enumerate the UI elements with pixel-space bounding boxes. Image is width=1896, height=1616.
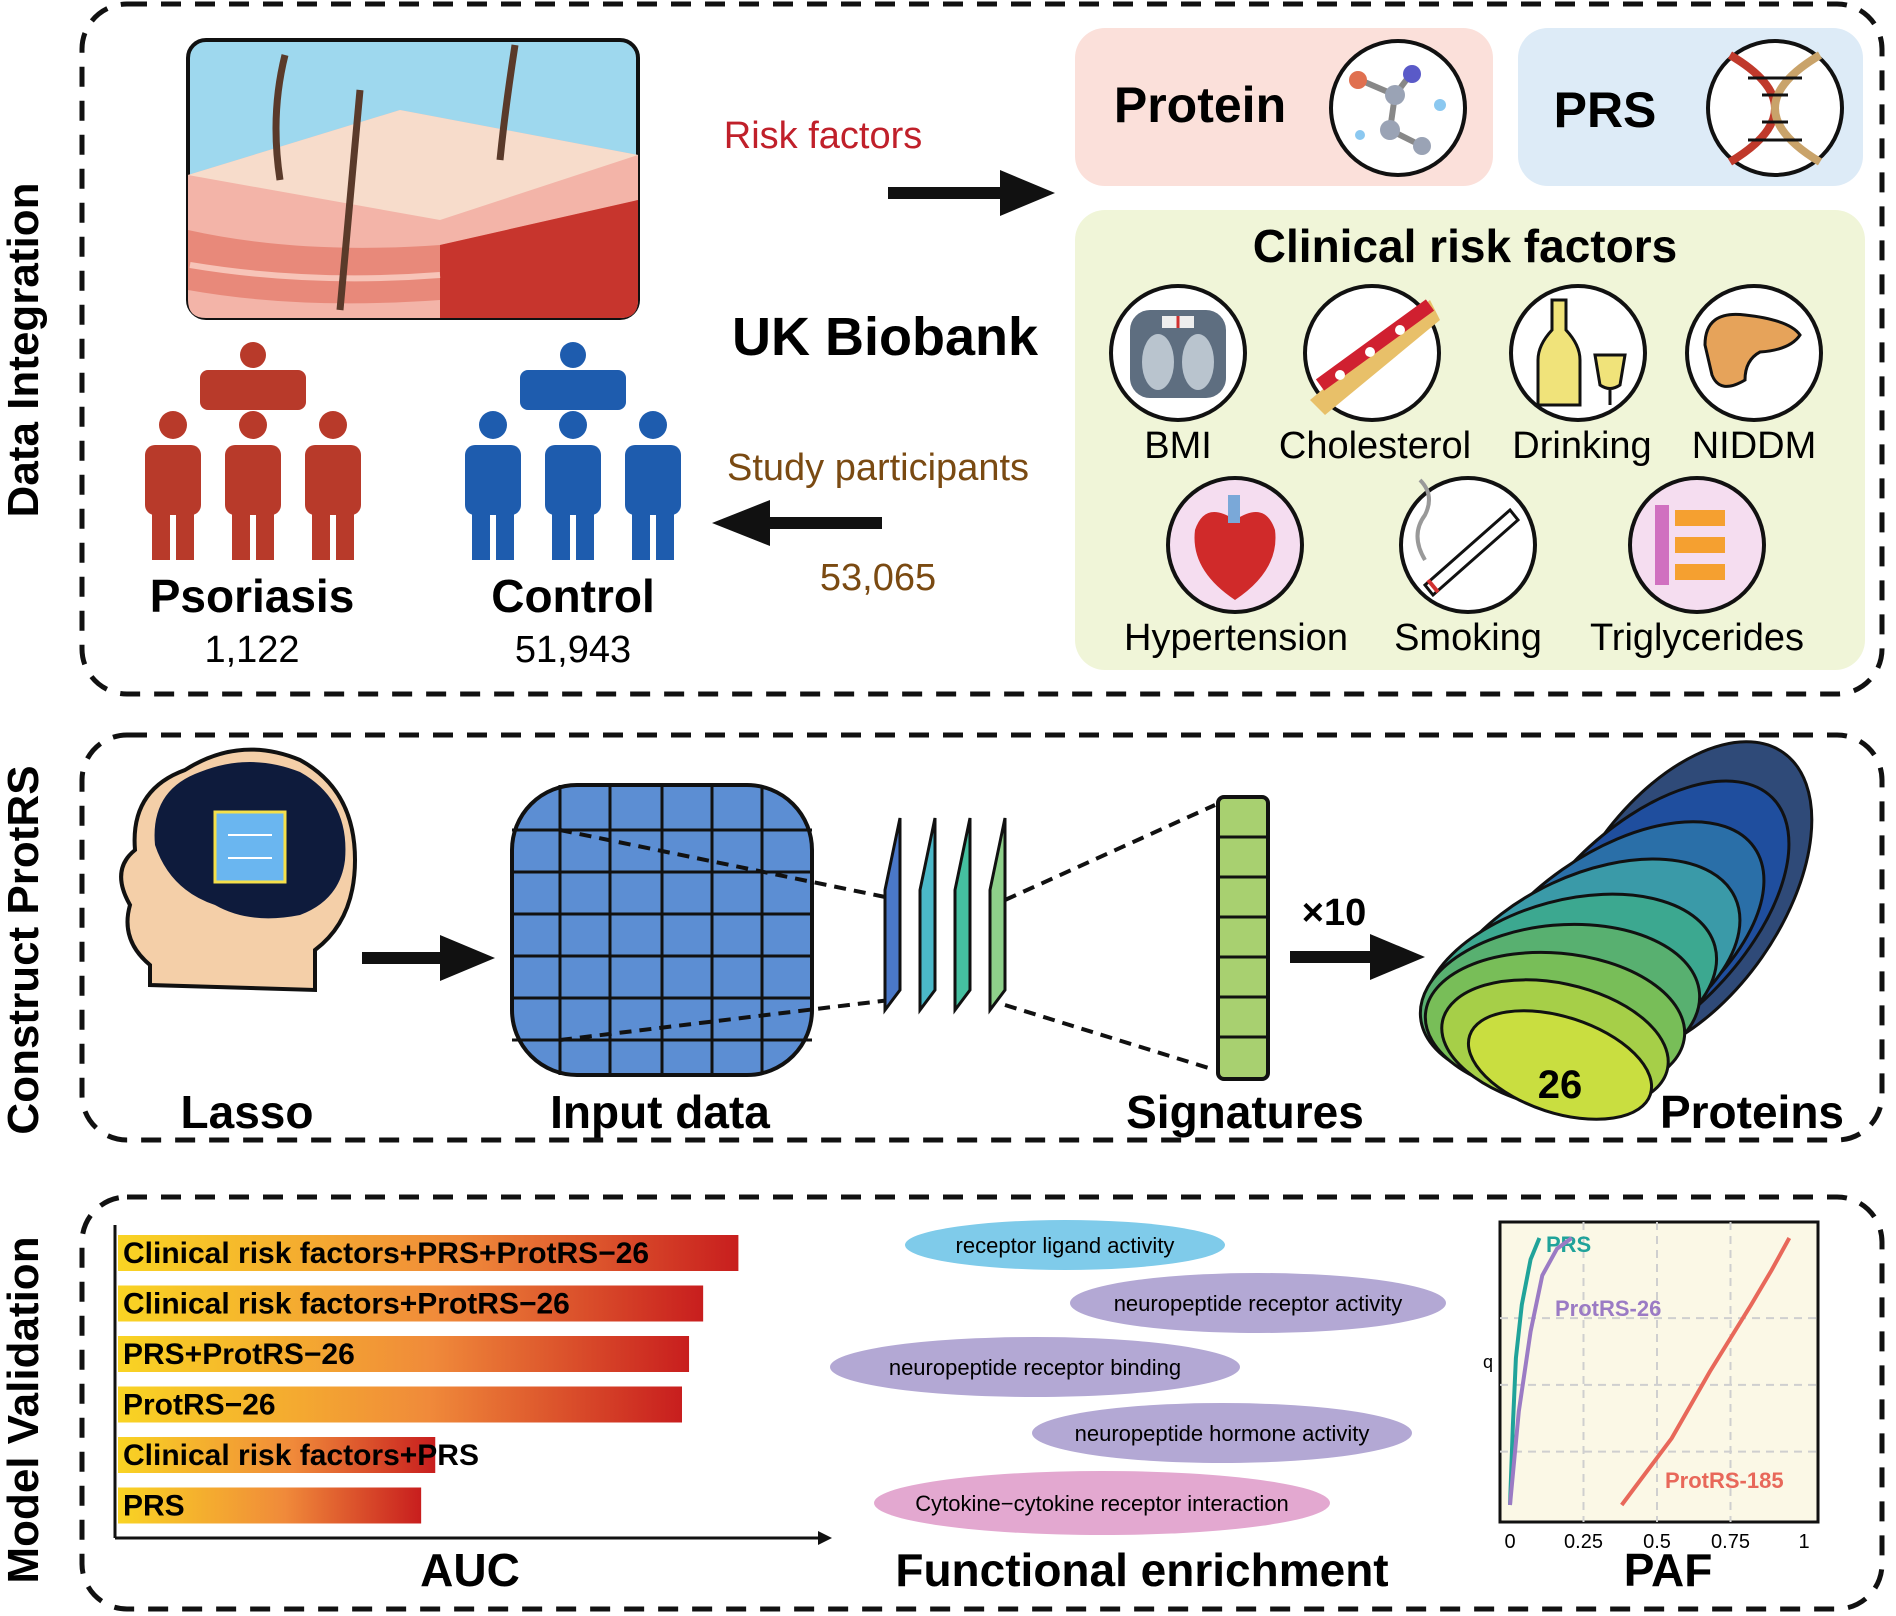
auc-bar <box>118 1437 436 1473</box>
signatures-label: Signatures <box>1126 1086 1364 1138</box>
lasso-label: Lasso <box>181 1086 314 1138</box>
auc-bar-label: Clinical risk factors+PRS <box>123 1439 479 1472</box>
control-count: 51,943 <box>515 629 631 671</box>
dna-icon <box>1706 39 1844 177</box>
enrichment-term-2: neuropeptide receptor activity <box>1114 1291 1403 1316</box>
control-label: Control <box>491 570 655 622</box>
panel-frames <box>79 1 1885 1612</box>
paf-y-label: q <box>1483 1352 1493 1372</box>
enrichment-ellipse-3 <box>830 1337 1240 1397</box>
prs-label: PRS <box>1554 82 1657 138</box>
auc-axis-arrowhead <box>818 1531 832 1545</box>
clinical-item-drinking: Drinking <box>1512 425 1651 467</box>
section-title-integration: Data Integration <box>0 183 48 518</box>
paf-x-tick: 0 <box>1504 1531 1515 1553</box>
auc-bar <box>118 1487 422 1524</box>
enrichment-term-5: Cytokine−cytokine receptor interaction <box>915 1491 1289 1516</box>
auc-bar <box>118 1336 690 1372</box>
psoriasis-count: 1,122 <box>204 629 299 671</box>
brain-head-icon <box>119 747 358 993</box>
validation-frame <box>79 1194 1885 1612</box>
arrow-right-icon <box>1290 934 1425 980</box>
psoriasis-people-icon <box>145 342 361 560</box>
clinical-item-niddm: NIDDM <box>1692 425 1817 467</box>
paf-series-label: ProtRS-185 <box>1665 1468 1784 1493</box>
paf-series-line <box>1620 1237 1792 1507</box>
paf-series-line <box>1508 1237 1542 1506</box>
construct-frame <box>79 732 1885 1143</box>
cholesterol-icon <box>1303 284 1441 422</box>
input-data-grid <box>510 783 891 1077</box>
molecule-icon <box>1329 39 1467 177</box>
auc-bar-label: PRS <box>123 1490 185 1523</box>
paf-series-line <box>1508 1236 1573 1506</box>
niddm-icon <box>1685 284 1823 422</box>
protein-label: Protein <box>1114 77 1286 133</box>
auc-bar-label: Clinical risk factors+PRS+ProtRS−26 <box>123 1237 649 1270</box>
clinical-item-smoking: Smoking <box>1394 617 1542 659</box>
protein-count-label: 26 <box>1538 1063 1583 1107</box>
paf-x-tick: 0.25 <box>1564 1531 1603 1553</box>
auc-bar-label: ProtRS−26 <box>123 1389 276 1422</box>
times-ten-label: ×10 <box>1302 892 1366 934</box>
auc-bar-label: PRS+ProtRS−26 <box>123 1338 355 1371</box>
proteins-label: Proteins <box>1660 1086 1844 1138</box>
clinical-risk-title: Clinical risk factors <box>1253 220 1677 272</box>
arrow-right-icon <box>362 935 495 981</box>
arrow-right-icon <box>888 170 1055 216</box>
bmi-icon <box>1109 284 1247 422</box>
enrichment-ellipse-4 <box>1032 1403 1412 1463</box>
enrichment-ellipse-5 <box>874 1471 1330 1535</box>
study-participants-label: Study participants <box>727 447 1029 489</box>
auc-bar <box>118 1285 704 1322</box>
paf-plot-area <box>1498 1220 1820 1524</box>
drinking-icon <box>1509 284 1647 422</box>
psoriasis-label: Psoriasis <box>150 570 355 622</box>
paf-label: PAF <box>1624 1544 1713 1596</box>
signatures-column <box>1216 795 1270 1081</box>
section-title-construct: Construct ProtRS <box>0 765 48 1134</box>
paf-x-tick: 0.75 <box>1711 1531 1750 1553</box>
smoking-icon <box>1399 476 1537 614</box>
paf-series-label: ProtRS-26 <box>1555 1296 1661 1321</box>
triglycerides-icon <box>1628 476 1766 614</box>
control-people-icon <box>465 342 681 560</box>
hypertension-icon <box>1166 476 1304 614</box>
auc-label: AUC <box>420 1544 520 1596</box>
participants-count: 53,065 <box>820 557 936 599</box>
enrichment-terms: receptor ligand activity neuropeptide re… <box>830 1220 1446 1535</box>
paf-x-tick: 1 <box>1798 1531 1809 1553</box>
clinical-item-hypertension: Hypertension <box>1124 617 1348 659</box>
enrichment-ellipse-2 <box>1070 1273 1446 1333</box>
enrichment-term-3: neuropeptide receptor binding <box>889 1355 1181 1380</box>
skin-illustration <box>186 38 640 320</box>
auc-bar <box>118 1386 682 1423</box>
clinical-item-triglycerides: Triglycerides <box>1590 617 1804 659</box>
paf-x-tick: 0.5 <box>1643 1531 1671 1553</box>
clinical-item-bmi: BMI <box>1144 425 1212 467</box>
section-title-validation: Model Validation <box>0 1236 48 1583</box>
input-data-label: Input data <box>550 1086 770 1138</box>
enrichment-ellipse-1 <box>905 1220 1225 1270</box>
auc-bar <box>118 1235 739 1271</box>
auc-chart: Clinical risk factors+PRS+ProtRS−26Clini… <box>113 1225 832 1545</box>
auc-bar-label: Clinical risk factors+ProtRS−26 <box>123 1288 570 1321</box>
integration-frame <box>79 1 1885 697</box>
proteins-petals <box>1418 740 1814 1121</box>
conv-layers <box>883 803 1216 1072</box>
clinical-item-cholesterol: Cholesterol <box>1279 425 1471 467</box>
uk-biobank-label: UK Biobank <box>732 307 1039 367</box>
enrichment-term-1: receptor ligand activity <box>956 1233 1175 1258</box>
enrichment-term-4: neuropeptide hormone activity <box>1075 1421 1370 1446</box>
arrow-left-icon <box>712 500 882 546</box>
risk-factors-label: Risk factors <box>724 115 922 157</box>
functional-enrichment-label: Functional enrichment <box>895 1544 1388 1596</box>
